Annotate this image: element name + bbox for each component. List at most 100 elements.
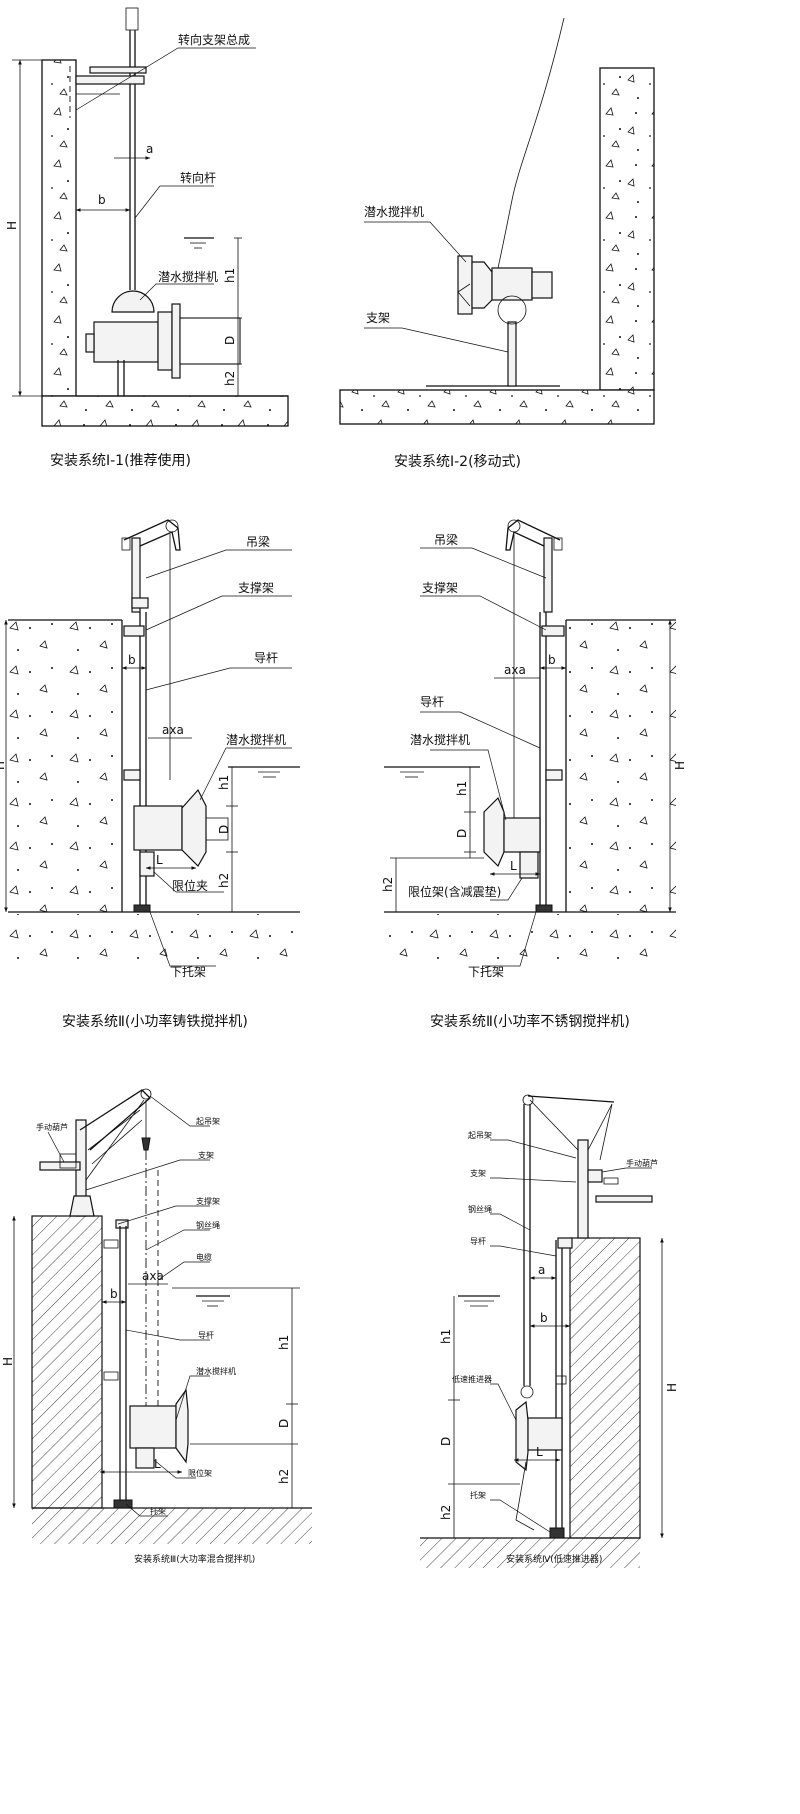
dim-b: b xyxy=(98,193,106,207)
label-support-frame: 支撑架 xyxy=(196,1196,220,1206)
stand-column xyxy=(577,1139,589,1239)
dim-b: b xyxy=(128,653,136,667)
caption-system-3: 安装系统Ⅲ(大功率混合搅拌机) xyxy=(134,1553,255,1565)
panel-installation-1-1 xyxy=(12,7,289,427)
floor-concrete xyxy=(384,914,676,970)
dim-a: a xyxy=(146,142,153,156)
dim-D: D xyxy=(439,1437,453,1446)
label-cable: 电缆 xyxy=(196,1252,212,1262)
panel4-text: 吊梁 支撑架 导杆 潜水搅拌机 限位架(含减震垫) 下托架 H b axa h1… xyxy=(381,532,687,1030)
dim-L: L xyxy=(154,1457,161,1471)
dim-h2: h2 xyxy=(381,877,395,892)
dim-L: L xyxy=(156,853,163,867)
wall-concrete xyxy=(41,59,77,397)
dim-L: L xyxy=(536,1445,543,1459)
dim-h2: h2 xyxy=(217,873,231,888)
propeller-shroud xyxy=(179,317,241,365)
turn-bracket xyxy=(89,66,147,74)
label-hand-hoist: 手动葫芦 xyxy=(626,1158,658,1168)
label-bottom-bracket: 下托架 xyxy=(468,965,504,979)
dim-h1: h1 xyxy=(455,781,469,796)
mixer-motor xyxy=(491,267,533,301)
dim-b: b xyxy=(110,1287,118,1301)
bottom-bracket xyxy=(535,904,553,913)
dim-h2: h2 xyxy=(277,1469,291,1484)
support-frame xyxy=(541,625,565,637)
panel-installation-4 xyxy=(420,1094,664,1568)
dim-h1: h1 xyxy=(223,268,237,283)
dim-h2: h2 xyxy=(439,1505,453,1520)
mixer-motor xyxy=(129,1405,177,1449)
label-hoist-beam: 吊梁 xyxy=(246,534,270,549)
label-mixer: 潜水搅拌机 xyxy=(158,269,218,284)
support-frame xyxy=(115,1219,129,1229)
label-bottom-bracket: 下托架 xyxy=(170,965,206,979)
hoist-beam-post xyxy=(131,537,141,613)
panel-installation-2-castiron xyxy=(4,519,300,970)
label-hoist-frame: 起吊架 xyxy=(196,1117,220,1126)
dim-h1: h1 xyxy=(217,775,231,790)
panel3-text: 吊梁 支撑架 导杆 潜水搅拌机 限位夹 下托架 H b axa h1 D L h… xyxy=(0,534,286,1030)
wall-concrete xyxy=(599,67,655,391)
floor-hatched xyxy=(32,1508,312,1544)
mixer-propeller xyxy=(175,1388,189,1464)
hoist-frame-arm xyxy=(527,1095,615,1103)
floor-concrete xyxy=(339,389,655,425)
bottom-bracket xyxy=(133,904,151,913)
stand-post xyxy=(507,321,517,387)
label-mixer: 潜水搅拌机 xyxy=(410,732,470,747)
support-frame xyxy=(123,625,145,637)
bracket xyxy=(113,1499,133,1509)
label-mixer: 潜水搅拌机 xyxy=(364,204,424,219)
hoist-beam-post xyxy=(543,537,553,613)
label-guide-rod: 导杆 xyxy=(198,1330,214,1340)
dim-a: a xyxy=(538,1263,545,1277)
label-mixer: 潜水搅拌机 xyxy=(196,1366,236,1376)
mixer-motor xyxy=(133,805,183,851)
hand-hoist xyxy=(587,1169,603,1183)
label-mixer: 潜水搅拌机 xyxy=(226,732,286,747)
panel-installation-1-2 xyxy=(339,17,655,425)
label-limit-clamp: 限位夹 xyxy=(172,878,208,893)
dim-D: D xyxy=(223,336,237,345)
mixer-motor xyxy=(503,817,541,853)
caption-system-1-2: 安装系统Ⅰ-2(移动式) xyxy=(394,454,521,470)
label-turn-bracket: 转向支架总成 xyxy=(178,32,250,47)
dim-b: b xyxy=(540,1311,548,1325)
thruster-motor xyxy=(527,1417,563,1451)
dim-h1: h1 xyxy=(277,1335,291,1350)
label-limit-frame: 限位架(含减震垫) xyxy=(408,884,501,899)
dim-H: H xyxy=(665,1383,679,1392)
dim-axa: axa xyxy=(504,663,526,677)
dim-D: D xyxy=(217,825,231,834)
dim-h1: h1 xyxy=(439,1329,453,1344)
label-stand: 支架 xyxy=(198,1150,214,1160)
thruster-propeller xyxy=(515,1400,529,1472)
panel1-text: 转向支架总成 转向杆 潜水搅拌机 a b H h1 D h2 安装系统Ⅰ-1(推… xyxy=(5,32,250,469)
floor-hatched xyxy=(420,1538,640,1568)
dim-D: D xyxy=(277,1419,291,1428)
limit-frame xyxy=(135,1447,155,1469)
panel-installation-3 xyxy=(12,1088,312,1544)
wall-concrete xyxy=(566,620,676,912)
label-stand: 支架 xyxy=(470,1168,486,1178)
caption-system-4: 安装系统Ⅳ(低速推进器) xyxy=(506,1553,602,1565)
panel2-text: 潜水搅拌机 支架 安装系统Ⅰ-2(移动式) xyxy=(364,204,521,470)
label-turn-rod: 转向杆 xyxy=(180,170,216,185)
panel5-text: 起吊架 手动葫芦 支架 支撑架 钢丝绳 电缆 导杆 潜水搅拌机 限位架 托架 H… xyxy=(1,1117,291,1565)
label-bracket: 托架 xyxy=(150,1506,166,1516)
mixer-propeller xyxy=(483,796,505,868)
dim-L: L xyxy=(510,859,517,873)
dim-H: H xyxy=(5,221,19,230)
label-hoist-beam: 吊梁 xyxy=(434,532,458,547)
caption-system-2-stainless: 安装系统Ⅱ(小功率不锈钢搅拌机) xyxy=(430,1013,630,1030)
limit-frame xyxy=(519,851,539,879)
wall-hatched xyxy=(31,1215,103,1509)
label-thruster: 低速推进器 xyxy=(452,1374,492,1384)
mixer-propeller xyxy=(181,788,207,867)
panel-installation-2-stainless xyxy=(384,519,676,970)
label-limit-frame: 限位架 xyxy=(188,1468,212,1478)
dim-D: D xyxy=(455,829,469,838)
